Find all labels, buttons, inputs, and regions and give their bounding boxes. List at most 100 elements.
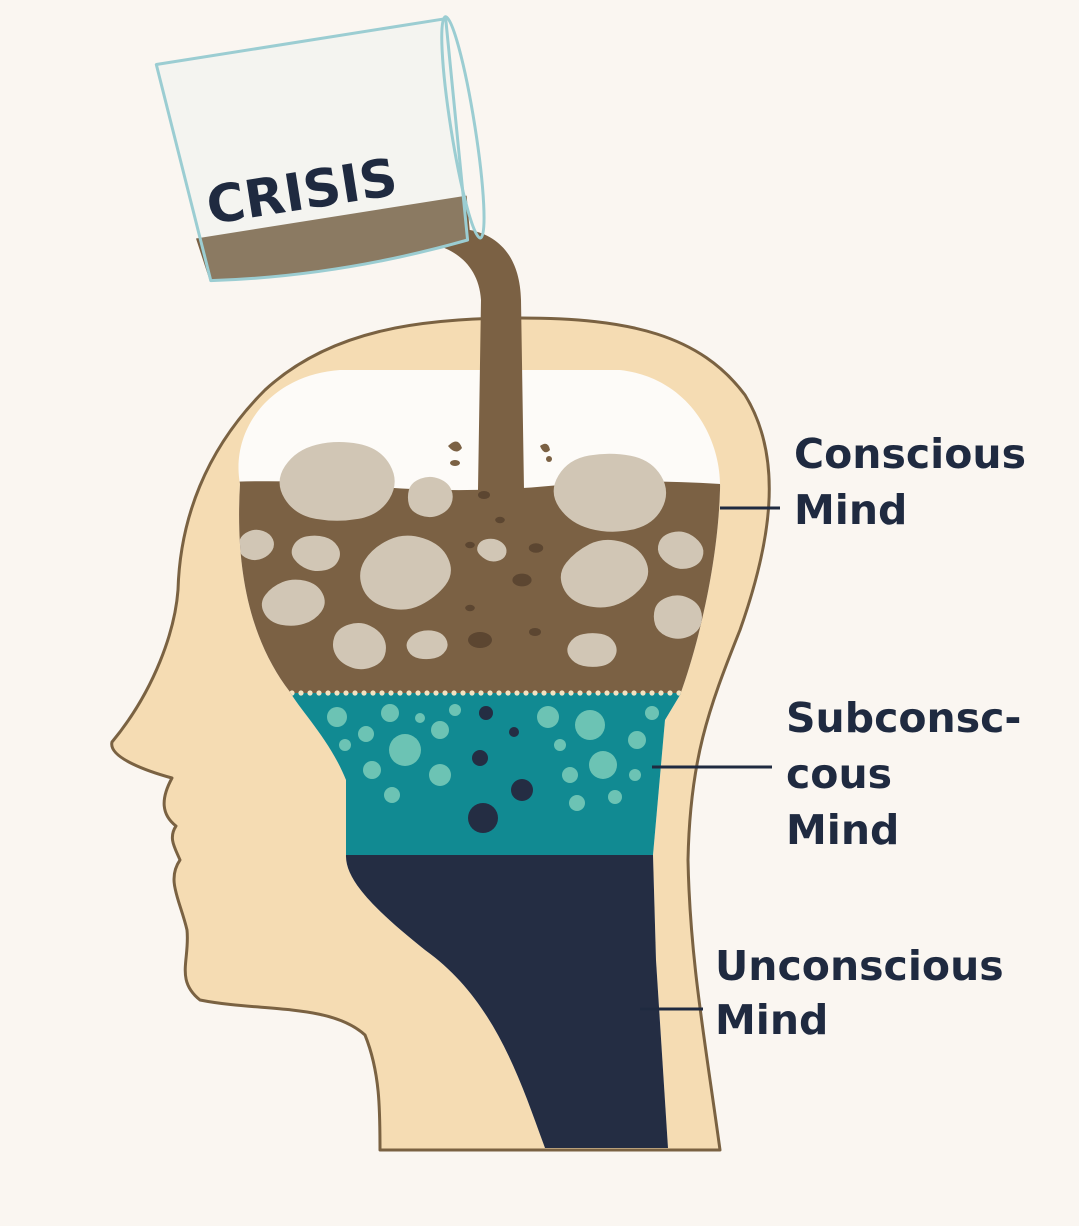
- bubble: [562, 767, 578, 783]
- dark-particle: [479, 706, 493, 720]
- rock: [261, 579, 325, 626]
- dark-particle: [472, 750, 488, 766]
- bubble: [381, 704, 399, 722]
- dark-particle: [509, 727, 519, 737]
- rock: [657, 531, 704, 569]
- rock: [291, 535, 340, 572]
- bubble: [384, 787, 400, 803]
- boundary-bead: [307, 690, 313, 696]
- rock: [553, 453, 667, 532]
- boundary-bead: [640, 690, 646, 696]
- boundary-bead: [595, 690, 601, 696]
- mud-speck: [478, 491, 490, 499]
- mud-speck: [529, 628, 541, 636]
- rock: [653, 595, 702, 639]
- dark-particle: [511, 779, 533, 801]
- boundary-bead: [568, 690, 574, 696]
- glass-outline: [154, 17, 470, 283]
- boundary-bead: [604, 690, 610, 696]
- boundary-bead: [631, 690, 637, 696]
- boundary-bead: [622, 690, 628, 696]
- boundary-bead: [667, 690, 673, 696]
- boundary-bead: [415, 690, 421, 696]
- boundary-bead: [352, 690, 358, 696]
- boundary-bead: [397, 690, 403, 696]
- rock: [279, 442, 395, 521]
- rock: [567, 633, 617, 667]
- boundary-bead: [424, 690, 430, 696]
- bubble: [575, 710, 605, 740]
- bubble: [608, 790, 622, 804]
- boundary-bead: [577, 690, 583, 696]
- boundary-bead: [658, 690, 664, 696]
- boundary-bead: [532, 690, 538, 696]
- boundary-bead: [586, 690, 592, 696]
- rock: [477, 538, 507, 562]
- boundary-bead: [298, 690, 304, 696]
- glass-rim: [440, 15, 486, 240]
- boundary-bead: [370, 690, 376, 696]
- boundary-bead: [316, 690, 322, 696]
- boundary-bead: [613, 690, 619, 696]
- boundary-bead: [559, 690, 565, 696]
- bubble: [537, 706, 559, 728]
- boundary-bead: [379, 690, 385, 696]
- boundary-bead: [478, 690, 484, 696]
- boundary-bead: [649, 690, 655, 696]
- bubble: [327, 707, 347, 727]
- bubble: [589, 751, 617, 779]
- boundary-bead: [469, 690, 475, 696]
- rocks: [238, 442, 704, 670]
- dark-particle: [468, 803, 498, 833]
- boundary-bead: [523, 690, 529, 696]
- crisis-glass: CRISIS: [154, 15, 486, 283]
- rock: [406, 630, 448, 660]
- boundary-bead: [388, 690, 394, 696]
- mud-speck: [468, 632, 492, 648]
- bubble: [629, 769, 641, 781]
- leader-lines: [640, 506, 780, 1011]
- bubble: [415, 713, 425, 723]
- boundary-bead: [442, 690, 448, 696]
- conscious-label: Conscious Mind: [794, 430, 1040, 534]
- boundary-bead: [505, 690, 511, 696]
- bubble: [358, 726, 374, 742]
- mud-speck: [465, 604, 475, 612]
- rock: [238, 529, 274, 561]
- boundary-bead: [433, 690, 439, 696]
- bubbles: [327, 704, 659, 833]
- glass-liquid: [195, 195, 471, 281]
- boundary-bead: [325, 690, 331, 696]
- splash-drops: [448, 441, 552, 466]
- bubble: [363, 761, 381, 779]
- boundary-bead: [550, 690, 556, 696]
- bubble: [431, 721, 449, 739]
- bubble: [628, 731, 646, 749]
- bubble: [449, 704, 461, 716]
- boundary-bead: [361, 690, 367, 696]
- boundary-bead: [451, 690, 457, 696]
- mud-speck: [528, 543, 544, 553]
- bubble: [645, 706, 659, 720]
- unconscious-label: Unconscious Mind: [715, 942, 1018, 1044]
- boundary-bead: [514, 690, 520, 696]
- boundary-bead: [541, 690, 547, 696]
- dotted-boundary: [289, 690, 682, 696]
- rock: [560, 539, 649, 608]
- bubble: [429, 764, 451, 786]
- rock: [407, 476, 453, 518]
- boundary-bead: [334, 690, 340, 696]
- boundary-bead: [487, 690, 493, 696]
- subconscious-label: Subconsc- cous Mind: [786, 694, 1036, 854]
- bubble: [389, 734, 421, 766]
- boundary-bead: [496, 690, 502, 696]
- mud-speck: [465, 541, 475, 549]
- mud-speck: [495, 516, 505, 524]
- boundary-bead: [460, 690, 466, 696]
- bubble: [569, 795, 585, 811]
- mud-speck: [512, 573, 532, 587]
- bubble: [339, 739, 351, 751]
- boundary-bead: [406, 690, 412, 696]
- boundary-bead: [343, 690, 349, 696]
